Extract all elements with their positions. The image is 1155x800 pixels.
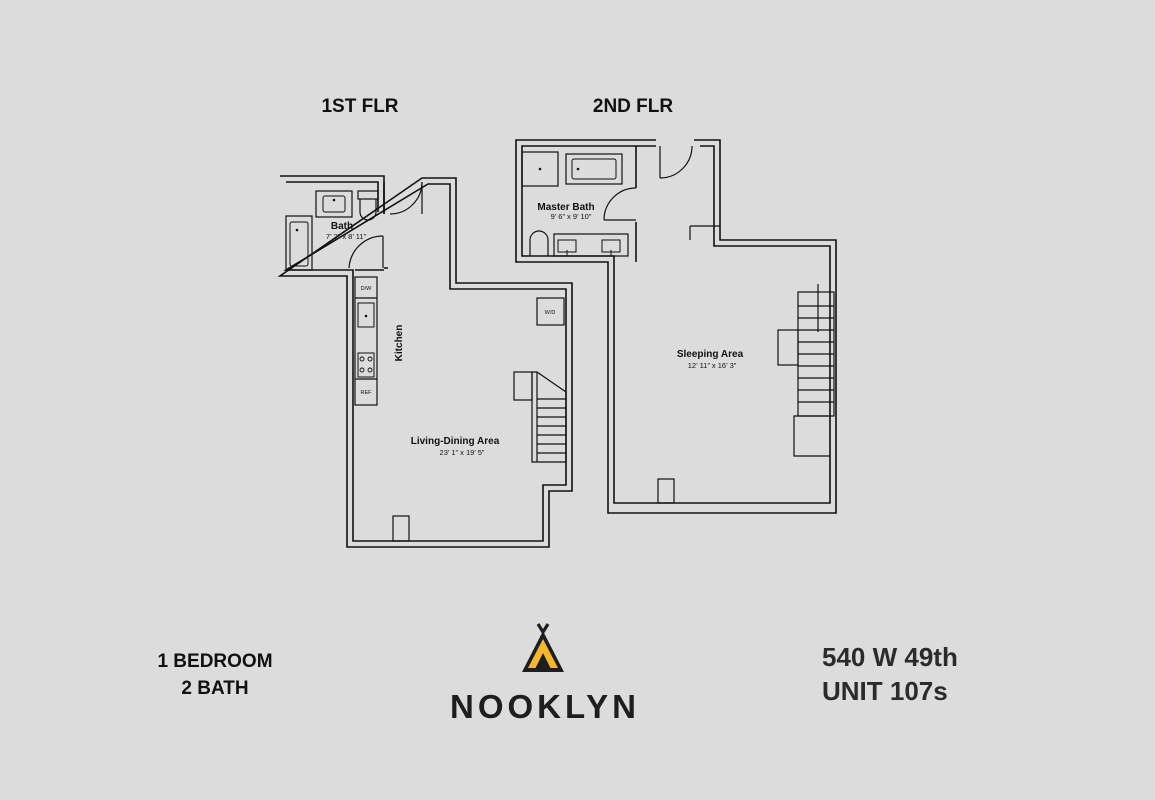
kitchen-counter — [354, 276, 378, 406]
second-floor-outer-wall — [515, 139, 837, 514]
first-floor-bath-door — [348, 235, 384, 269]
kitchen-stove — [357, 352, 375, 378]
first-floor-title: 1ST FLR — [321, 96, 398, 117]
first-floor-outer-wall — [277, 175, 573, 548]
sleeping-area-name: Sleeping Area — [677, 349, 744, 360]
living-dining-name: Living-Dining Area — [411, 436, 500, 447]
first-floor-inner-wall — [283, 181, 567, 542]
bedroom-count: 1 BEDROOM — [157, 651, 273, 672]
second-floor-wall-notch — [657, 478, 675, 504]
unit-number: UNIT 107s — [822, 676, 948, 706]
master-bath-door — [603, 187, 637, 221]
first-floor-bath-sink — [315, 190, 353, 218]
master-bath-toilet — [529, 230, 549, 256]
street-address: 540 W 49th — [822, 642, 958, 672]
first-floor-plan — [277, 175, 573, 548]
kitchen-name: Kitchen — [394, 325, 405, 362]
second-floor-door — [659, 145, 693, 179]
first-floor-bath-partition — [355, 182, 388, 271]
washer-dryer — [536, 297, 565, 326]
master-bath-name: Master Bath — [537, 202, 594, 213]
master-bath-dims: 9’ 6” x 9’ 10” — [551, 212, 592, 221]
first-floor-toilet — [357, 190, 379, 200]
second-floor-stair — [777, 284, 835, 417]
dishwasher-label: D/W — [361, 286, 373, 292]
sleeping-area-dims: 12’ 11” x 16’ 3” — [688, 361, 737, 370]
bath-count: 2 BATH — [181, 678, 249, 699]
brand-name: NOOKLYN — [450, 688, 640, 725]
unit-summary: 1 BEDROOM 2 BATH — [130, 648, 300, 702]
address-block: 540 W 49th UNIT 107s — [822, 640, 958, 708]
second-floor-inner-wall — [521, 145, 831, 504]
living-dining-dims: 23’ 1” x 19’ 5” — [440, 448, 485, 457]
second-floor-title: 2ND FLR — [593, 96, 674, 117]
bath-name: Bath — [331, 221, 353, 232]
master-bath-shower — [521, 151, 559, 187]
first-floor-bathtub — [285, 215, 313, 271]
second-floor-closet-notch — [689, 225, 720, 240]
master-bath-vanity — [553, 233, 629, 257]
bath-dims: 7’ 2” x 8’ 11” — [326, 232, 367, 241]
second-floor-plan — [515, 139, 837, 514]
second-floor-alcove — [793, 415, 830, 457]
first-floor-wall-notch — [392, 515, 410, 542]
master-bath-tub — [565, 153, 623, 185]
first-floor-stair — [513, 371, 567, 463]
washer-dryer-label: W/D — [545, 310, 556, 316]
refrigerator-label: REF — [361, 390, 373, 396]
teepee-icon — [522, 623, 564, 672]
kitchen-sink — [357, 302, 375, 328]
